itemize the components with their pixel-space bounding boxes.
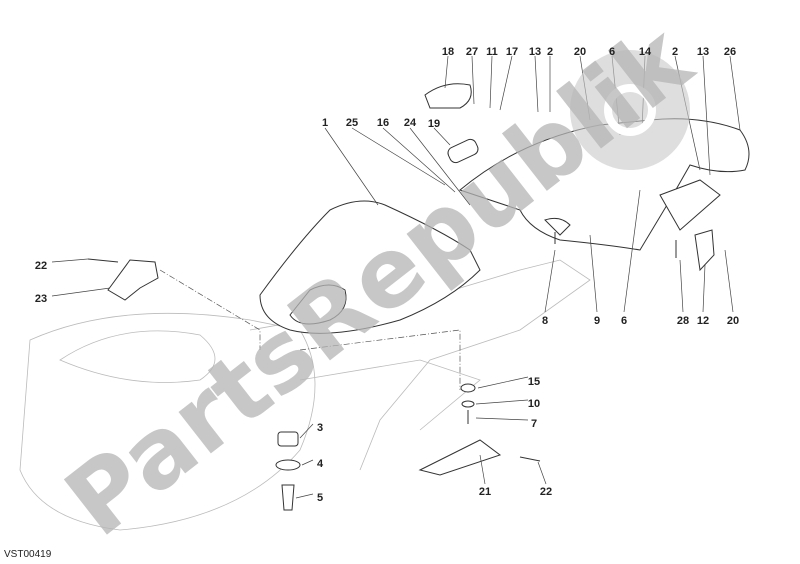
small-parts bbox=[87, 83, 715, 511]
tail-fairing bbox=[458, 118, 750, 251]
callout-25: 25 bbox=[346, 117, 358, 129]
callout-14: 14 bbox=[639, 46, 652, 58]
callout-4: 4 bbox=[317, 458, 324, 470]
bracket-23 bbox=[107, 259, 159, 301]
washer-4 bbox=[275, 459, 301, 471]
gear-icon bbox=[570, 50, 690, 170]
callout-27: 27 bbox=[466, 46, 478, 58]
callout-23: 23 bbox=[35, 293, 47, 305]
callout-20: 20 bbox=[574, 46, 586, 58]
reflector-19 bbox=[447, 138, 479, 164]
callout-18: 18 bbox=[442, 46, 454, 58]
callout-11: 11 bbox=[486, 46, 498, 58]
callout-19: 19 bbox=[428, 118, 440, 130]
callout-10: 10 bbox=[528, 398, 540, 410]
reflector-12 bbox=[694, 229, 715, 272]
callout-28: 28 bbox=[677, 315, 689, 327]
diagram-code: VST00419 bbox=[4, 549, 52, 560]
rubber-3 bbox=[277, 431, 299, 447]
callout-17: 17 bbox=[506, 46, 518, 58]
callout-13: 13 bbox=[697, 46, 709, 58]
callout-22: 22 bbox=[35, 260, 47, 272]
callout-12: 12 bbox=[697, 315, 709, 327]
callout-21: 21 bbox=[479, 486, 491, 498]
callout-8: 8 bbox=[542, 315, 548, 327]
callout-24: 24 bbox=[404, 117, 417, 129]
callout-6: 6 bbox=[621, 315, 627, 327]
callout-1: 1 bbox=[322, 117, 328, 129]
seat-cover-18 bbox=[424, 83, 472, 109]
callout-22: 22 bbox=[540, 486, 552, 498]
callout-15: 15 bbox=[528, 376, 540, 388]
callout-26: 26 bbox=[724, 46, 736, 58]
callout-7: 7 bbox=[531, 418, 537, 430]
callout-6: 6 bbox=[609, 46, 615, 58]
callout-20: 20 bbox=[727, 315, 739, 327]
callout-3: 3 bbox=[317, 422, 323, 434]
callout-13: 13 bbox=[529, 46, 541, 58]
callout-2: 2 bbox=[547, 46, 553, 58]
pin-5 bbox=[281, 484, 295, 511]
callout-9: 9 bbox=[594, 315, 600, 327]
cover-21 bbox=[418, 439, 502, 476]
callout-5: 5 bbox=[317, 492, 323, 504]
seat bbox=[259, 200, 481, 334]
callout-16: 16 bbox=[377, 117, 389, 129]
callout-2: 2 bbox=[672, 46, 678, 58]
